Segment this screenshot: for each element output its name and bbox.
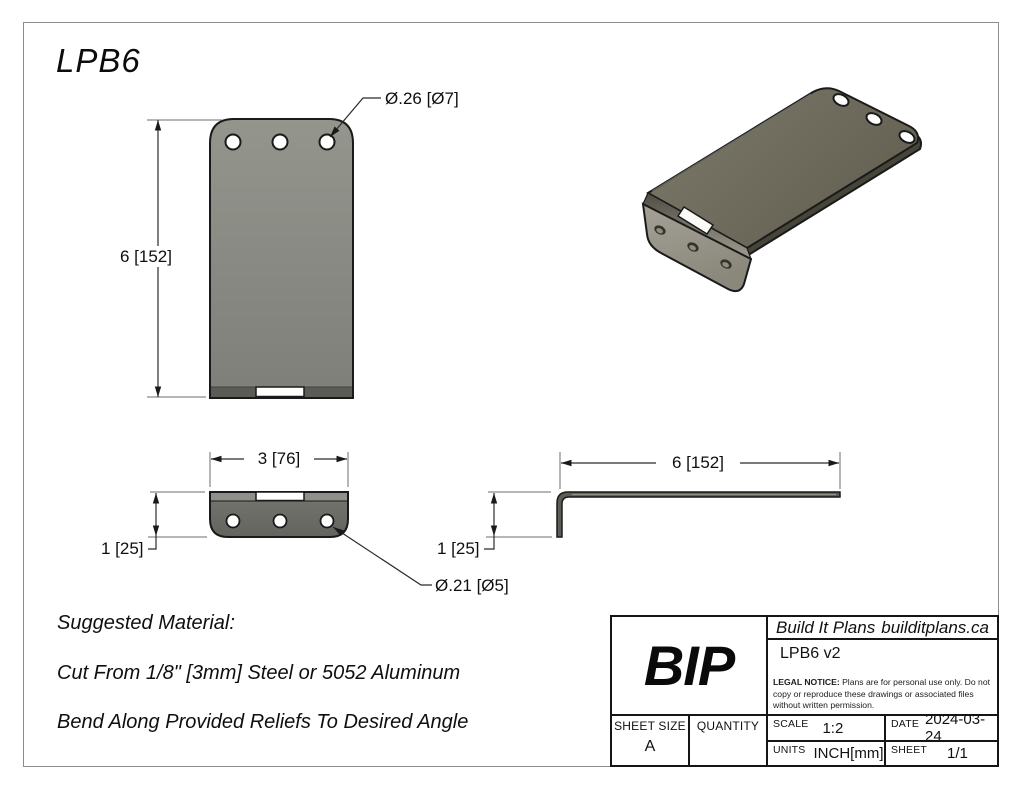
company-header-cell: Build It Plans builditplans.ca <box>766 615 999 640</box>
arrowhead <box>336 455 347 463</box>
leader-line <box>332 526 432 586</box>
top-hole <box>319 513 335 529</box>
front-hole <box>224 133 242 151</box>
iso-hole <box>898 130 916 144</box>
units-label: UNITS <box>773 744 806 756</box>
logo-cell: BIP <box>610 615 768 716</box>
part-title: LPB6 <box>56 42 141 79</box>
scale-label: SCALE <box>773 718 809 730</box>
note-material: Cut From 1/8" [3mm] Steel or 5052 Alumin… <box>57 662 461 684</box>
arrowhead <box>490 493 498 504</box>
scale-value: 1:2 <box>822 719 844 737</box>
sheet-border <box>23 22 999 767</box>
arrowhead <box>152 525 160 536</box>
part-name: LPB6 v2 <box>780 645 841 662</box>
iso-edge-highlight <box>651 93 812 192</box>
dimension-tail <box>484 536 495 550</box>
isometric-view <box>641 87 922 293</box>
arrowhead <box>211 455 222 463</box>
date-cell: DATE 2024-03-24 <box>884 711 999 745</box>
top-hole-callout: Ø.21 [Ø5] <box>435 576 509 595</box>
sheet-value: 1/1 <box>947 745 968 762</box>
arrowhead <box>152 493 160 504</box>
sheet-size-label: SHEET SIZE <box>614 719 686 733</box>
front-height-dimension: 6 [152] <box>120 247 172 266</box>
top-hole <box>272 513 288 529</box>
legal-notice: LEGAL NOTICE: Plans are for personal use… <box>773 677 994 711</box>
note-bend: Bend Along Provided Reliefs To Desired A… <box>57 711 469 733</box>
arrowhead <box>154 386 162 397</box>
side-length-dimension: 6 [152] <box>672 453 724 472</box>
front-relief-slot <box>255 386 305 398</box>
iso-relief-slot <box>676 205 715 236</box>
dimension-tail <box>148 536 157 550</box>
top-relief-slot <box>255 491 305 502</box>
company-website: builditplans.ca <box>881 617 989 637</box>
front-hole <box>271 133 289 151</box>
units-cell: UNITS INCH[mm] <box>766 740 886 767</box>
arrowhead <box>154 120 162 131</box>
iso-flange-hole-inner <box>689 245 696 251</box>
scale-cell: SCALE 1:2 <box>766 714 886 742</box>
iso-flange-hole-inner <box>656 228 663 234</box>
side-height-dimension: 1 [25] <box>437 539 480 558</box>
top-view: 3 [76] 1 [25] Ø.21 [Ø5] <box>101 449 509 595</box>
iso-flange-holes <box>654 225 732 269</box>
dim-text-bg <box>656 452 740 473</box>
front-plate <box>209 118 354 399</box>
arrowhead <box>490 525 498 536</box>
arrowhead <box>561 459 572 467</box>
legal-notice-label: LEGAL NOTICE: <box>773 677 840 688</box>
date-label: DATE <box>891 718 920 730</box>
top-thickness-dimension: 1 [25] <box>101 539 144 558</box>
front-hole <box>318 133 336 151</box>
arrowhead <box>330 126 340 137</box>
quantity-label: QUANTITY <box>696 719 760 733</box>
top-hole <box>225 513 241 529</box>
note-heading: Suggested Material: <box>57 612 235 634</box>
front-view: 6 [152] Ø.26 [Ø7] <box>108 89 459 399</box>
dim-text-bg <box>108 246 184 267</box>
side-profile <box>556 491 841 538</box>
iso-far-holes <box>832 93 916 144</box>
sheet-size-value: A <box>644 738 656 755</box>
company-name: Build It Plans <box>776 617 876 637</box>
arrowhead <box>333 527 344 536</box>
legal-notice-text: Plans are for personal use only. Do not … <box>773 677 991 710</box>
top-width-dimension: 3 [76] <box>258 449 301 468</box>
iso-hole <box>865 112 883 126</box>
bip-logo: BIP <box>643 634 735 697</box>
part-name-cell: LPB6 v2 LEGAL NOTICE: Plans are for pers… <box>766 638 999 716</box>
dim-text-bg <box>244 449 314 469</box>
sheet-number-cell: SHEET 1/1 <box>884 740 999 767</box>
arrowhead <box>828 459 839 467</box>
sheet-label: SHEET <box>891 744 928 756</box>
side-view: 6 [152] 1 [25] <box>437 452 841 558</box>
leader-line <box>329 97 381 138</box>
quantity-cell: QUANTITY <box>688 714 768 767</box>
iso-hole <box>832 93 850 107</box>
units-value: INCH[mm] <box>813 745 884 762</box>
iso-flange-hole-inner <box>722 262 729 268</box>
front-hole-callout: Ø.26 [Ø7] <box>385 89 459 108</box>
sheet-size-cell: SHEET SIZE A <box>610 714 690 767</box>
